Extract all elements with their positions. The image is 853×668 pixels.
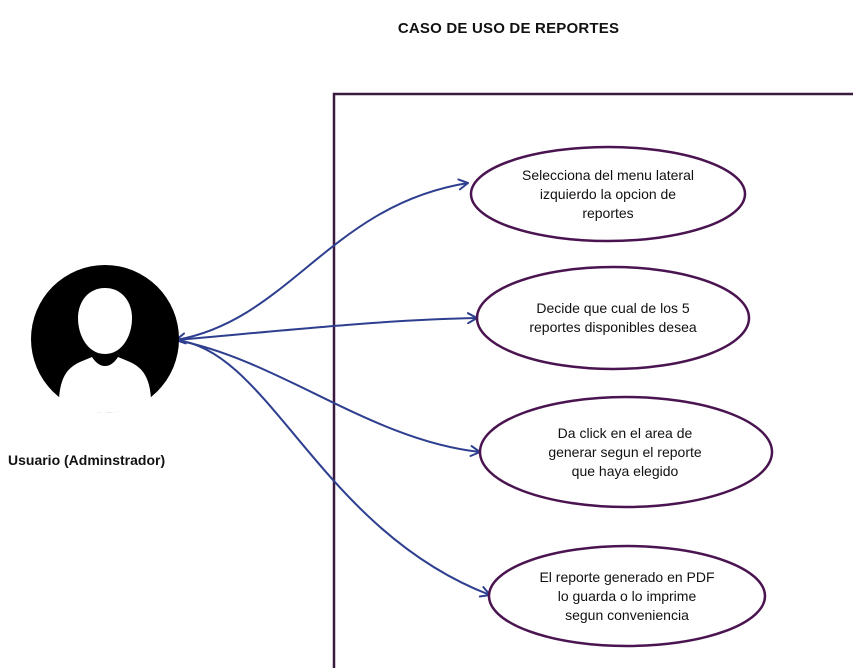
diagram-title: CASO DE USO DE REPORTES (397, 20, 620, 37)
system-boundary (332, 92, 853, 668)
association-uc4 (175, 339, 491, 598)
association-uc1 (175, 178, 469, 345)
actor-avatar[interactable] (31, 265, 179, 413)
avatar-head-shape (78, 288, 132, 354)
use-case-ellipse-1[interactable] (469, 145, 747, 243)
use-case-label-4: El reporte generado en PDF lo guarda o l… (539, 568, 715, 623)
association-uc2 (175, 312, 478, 341)
avatar-body-shape (59, 357, 151, 413)
use-case-label-1: Selecciona del menu lateral izquierdo la… (522, 166, 694, 221)
use-case-label-3: Da click en el area de generar segun el … (548, 424, 702, 479)
use-case-ellipse-3[interactable] (478, 395, 774, 509)
use-case-ellipse-4[interactable] (487, 544, 767, 648)
use-case-label-2: Decide que cual de los 5 reportes dispon… (529, 300, 697, 335)
association-uc3 (175, 339, 481, 457)
use-case-ellipse-2[interactable] (475, 265, 751, 371)
actor-label: Usuario (Adminstrador) (8, 452, 166, 468)
